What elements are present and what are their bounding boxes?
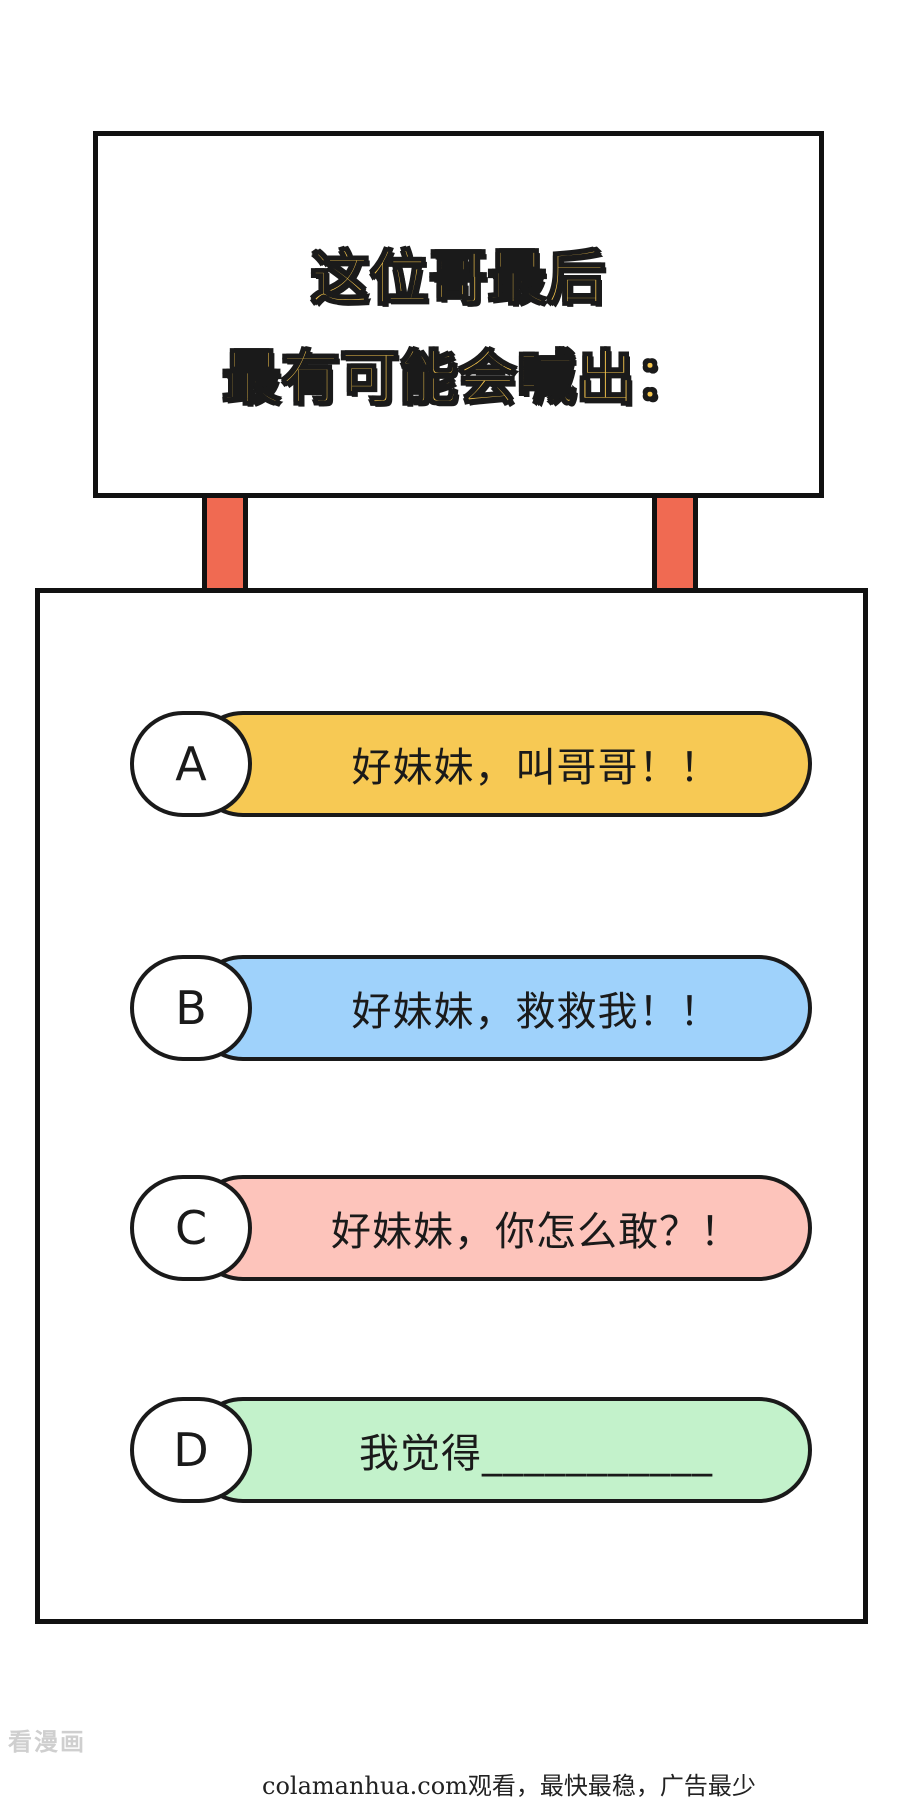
question-title-line-2: 最有可能会喊出： [221,343,695,413]
footer-credit-text: colamanhua.com观看，最快最稳，广告最少 [262,1772,756,1800]
option-c-letter-badge: C [130,1175,252,1281]
option-d-letter-badge: D [130,1397,252,1503]
option-a-letter-badge: A [130,711,252,817]
option-d-bar[interactable]: 我觉得___________ [190,1397,812,1503]
option-c-bar[interactable]: 好妹妹，你怎么敢？！ [190,1175,812,1281]
sign-post-left [202,498,248,590]
option-a-text: 好妹妹，叫哥哥！！ [351,745,721,791]
option-d-text: 我觉得___________ [359,1431,713,1477]
option-a[interactable]: 好妹妹，叫哥哥！！ A [130,711,812,817]
option-b-bar[interactable]: 好妹妹，救救我！！ [190,955,812,1061]
sign-post-right [652,498,698,590]
option-b-letter-badge: B [130,955,252,1061]
option-b-text: 好妹妹，救救我！！ [351,989,721,1035]
option-a-bar[interactable]: 好妹妹，叫哥哥！！ [190,711,812,817]
option-d[interactable]: 我觉得___________ D [130,1397,812,1503]
option-b[interactable]: 好妹妹，救救我！！ B [130,955,812,1061]
option-c[interactable]: 好妹妹，你怎么敢？！ C [130,1175,812,1281]
question-sign-board: 这位哥最后 最有可能会喊出： [93,131,824,498]
answer-panel: 好妹妹，叫哥哥！！ A 好妹妹，救救我！！ B 好妹妹，你怎么敢？！ C 我觉得… [35,588,868,1624]
question-title-line-1: 这位哥最后 [310,243,606,313]
site-watermark: 看漫画 [8,1728,86,1756]
option-c-text: 好妹妹，你怎么敢？！ [331,1209,741,1255]
